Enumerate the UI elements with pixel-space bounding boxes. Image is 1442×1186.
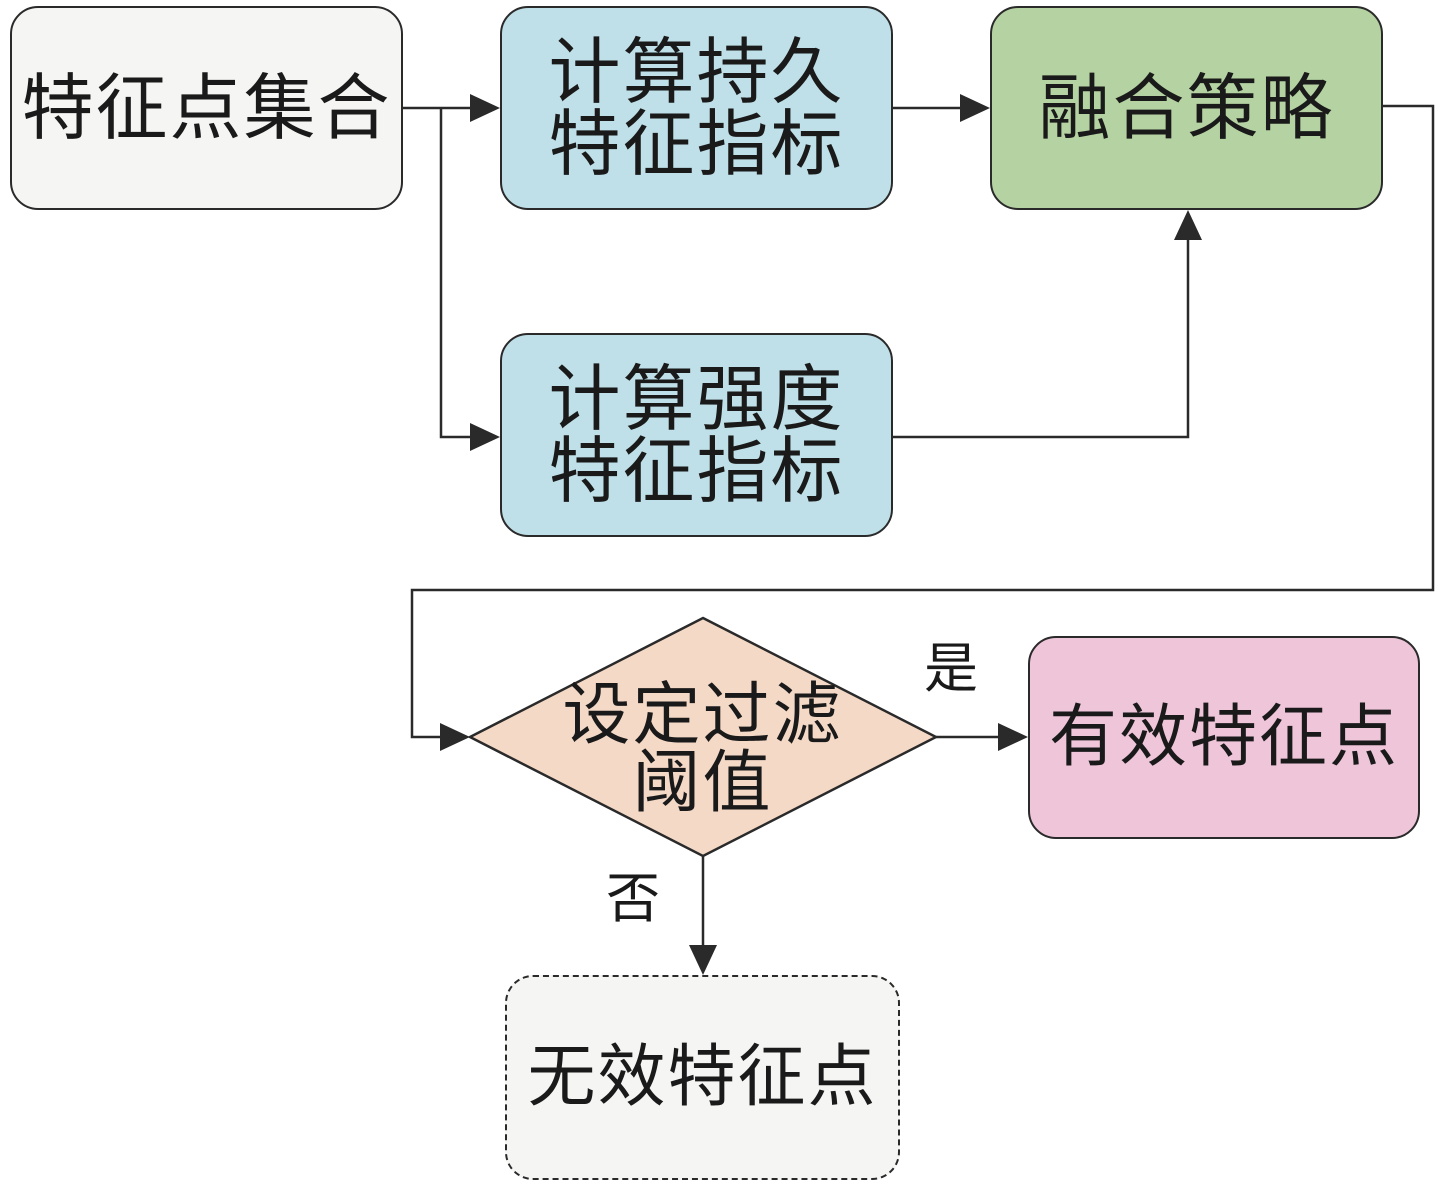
node-label-line-2: 特征指标	[548, 102, 845, 186]
node-label-line-2: 特征指标	[548, 429, 845, 513]
edge-label-no: 否	[606, 867, 660, 930]
node-label-line-1: 计算强度	[548, 357, 845, 441]
edge-set-to-strength	[439, 108, 472, 439]
decision-label-line-2: 阈值	[632, 744, 773, 823]
node-invalid-points: 无效特征点	[505, 975, 900, 1180]
arrowhead-fusion-up	[1174, 210, 1202, 240]
node-label: 融合策略	[1038, 66, 1335, 150]
arrowhead-fusion	[960, 94, 990, 122]
arrowhead-invalid	[689, 945, 717, 975]
decision-diamond	[467, 616, 939, 858]
node-label: 无效特征点	[527, 1037, 878, 1117]
node-strength-index: 计算强度 特征指标	[500, 333, 893, 537]
node-feature-point-set: 特征点集合	[10, 6, 403, 210]
node-persistence-index: 计算持久 特征指标	[500, 6, 893, 210]
edge-fusion-to-decision	[410, 104, 1435, 739]
arrowhead-valid	[998, 723, 1028, 751]
edge-label-yes: 是	[924, 637, 978, 700]
decision-label: 设定过滤 阈值	[520, 670, 885, 830]
decision-label-line-1: 设定过滤	[562, 676, 843, 755]
arrowhead-persistence	[470, 94, 500, 122]
edge-strength-to-fusion	[893, 240, 1190, 439]
node-label: 有效特征点	[1048, 697, 1399, 777]
node-fusion-strategy: 融合策略	[990, 6, 1383, 210]
arrowhead-strength	[470, 423, 500, 451]
arrowhead-decision	[440, 723, 470, 751]
node-label-line-1: 计算持久	[548, 30, 845, 114]
node-label: 特征点集合	[21, 66, 392, 150]
node-valid-points: 有效特征点	[1028, 636, 1420, 839]
